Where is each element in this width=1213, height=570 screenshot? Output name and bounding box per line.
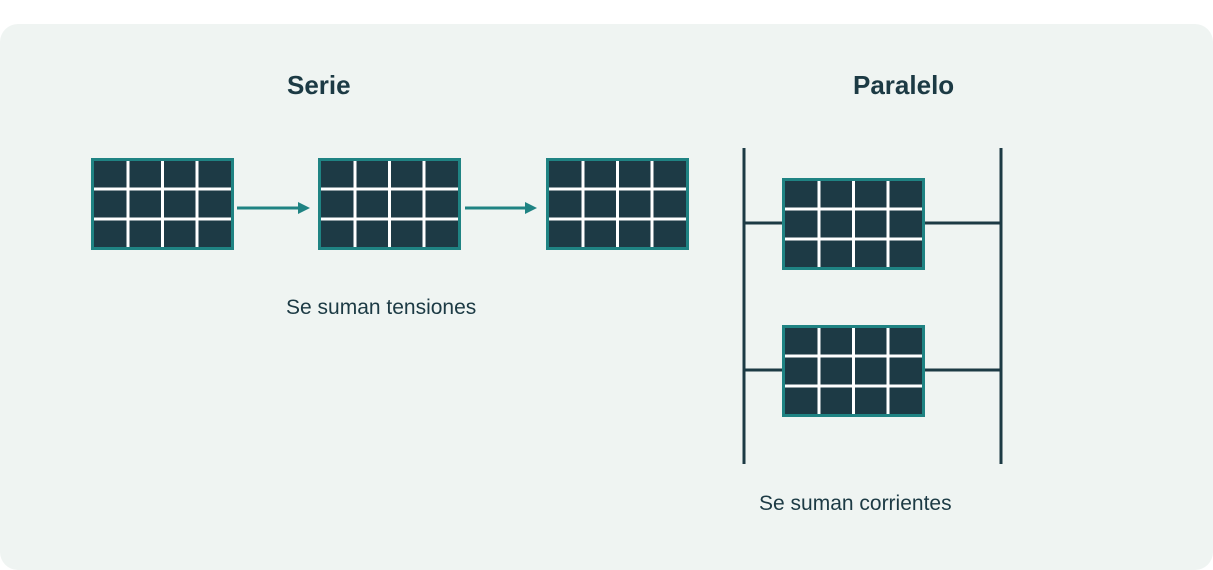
paralelo-caption: Se suman corrientes xyxy=(759,492,952,515)
solar-panel-icon xyxy=(782,325,925,417)
solar-panel-icon xyxy=(91,158,234,250)
serie-group xyxy=(91,158,689,250)
solar-panel-icon xyxy=(782,178,925,270)
paralelo-title: Paralelo xyxy=(853,70,955,100)
arrow-right-icon xyxy=(465,202,537,214)
serie-title: Serie xyxy=(287,70,351,100)
solar-panel-icon xyxy=(318,158,461,250)
arrow-right-icon xyxy=(237,202,310,214)
serie-caption: Se suman tensiones xyxy=(286,296,477,319)
solar-panel-icon xyxy=(546,158,689,250)
diagram-card xyxy=(0,24,1213,570)
paralelo-group xyxy=(742,148,1003,464)
